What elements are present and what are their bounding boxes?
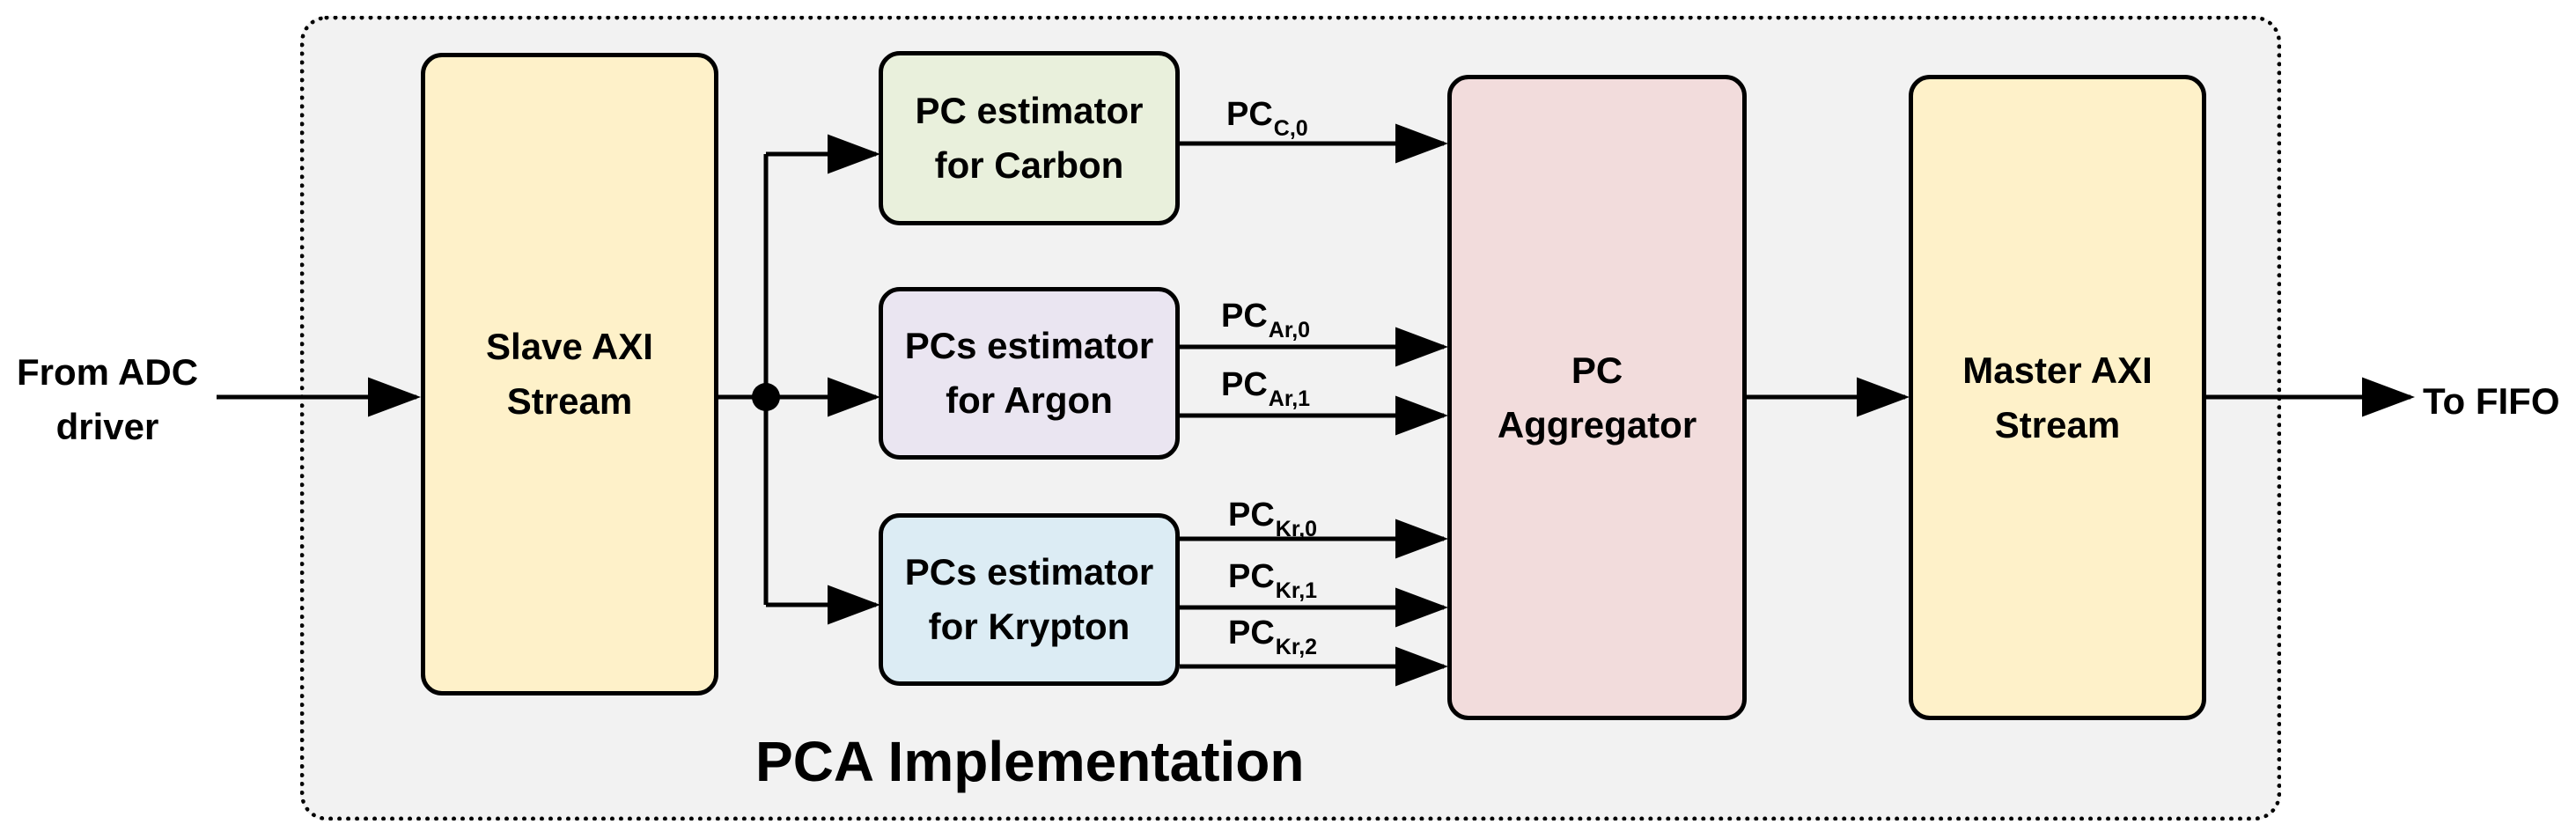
- signal-pc-ar1-main: PC: [1221, 366, 1268, 403]
- input-label: From ADC driver: [16, 351, 199, 447]
- signal-pc-ar0-sub: Ar,0: [1268, 318, 1311, 342]
- carbon-estimator-block: PC estimator for Carbon: [879, 51, 1180, 225]
- signal-pc-c0-main: PC: [1226, 96, 1273, 133]
- master-axi-stream-block: Master AXI Stream: [1909, 75, 2206, 720]
- signal-pc-kr2-main: PC: [1228, 615, 1275, 651]
- signal-pc-kr1-sub: Kr,1: [1275, 578, 1318, 603]
- signal-pc-ar0: PCAr,0: [1221, 297, 1311, 342]
- signal-pc-kr2-sub: Kr,2: [1275, 635, 1318, 659]
- signal-pc-ar1: PCAr,1: [1221, 365, 1311, 411]
- signal-pc-ar0-main: PC: [1221, 298, 1268, 335]
- krypton-estimator-label: PCs estimator for Krypton: [904, 551, 1154, 647]
- signal-pc-kr0: PCKr,0: [1228, 496, 1317, 541]
- slave-axi-stream-block: Slave AXI Stream: [421, 53, 718, 695]
- signal-pc-ar1-sub: Ar,1: [1268, 386, 1311, 411]
- signal-pc-c0-sub: C,0: [1273, 116, 1308, 141]
- signal-pc-kr2: PCKr,2: [1228, 614, 1318, 659]
- argon-estimator-block: PCs estimator for Argon: [879, 287, 1180, 460]
- signal-pc-c0: PCC,0: [1226, 95, 1308, 141]
- junction-dot: [752, 383, 780, 411]
- argon-estimator-label: PCs estimator for Argon: [904, 325, 1154, 421]
- signal-pc-kr1: PCKr,1: [1228, 557, 1318, 603]
- signal-pc-kr0-main: PC: [1228, 497, 1275, 534]
- master-axi-stream-label: Master AXI Stream: [1962, 349, 2153, 445]
- slave-axi-stream-label: Slave AXI Stream: [486, 326, 653, 422]
- krypton-estimator-block: PCs estimator for Krypton: [879, 513, 1180, 686]
- output-label: To FIFO: [2423, 380, 2560, 422]
- carbon-estimator-label: PC estimator for Carbon: [915, 90, 1144, 186]
- diagram-title: PCA Implementation: [755, 730, 1305, 793]
- pc-aggregator-block: PC Aggregator: [1447, 75, 1747, 720]
- signal-pc-kr1-main: PC: [1228, 558, 1275, 595]
- pc-aggregator-label: PC Aggregator: [1497, 349, 1697, 445]
